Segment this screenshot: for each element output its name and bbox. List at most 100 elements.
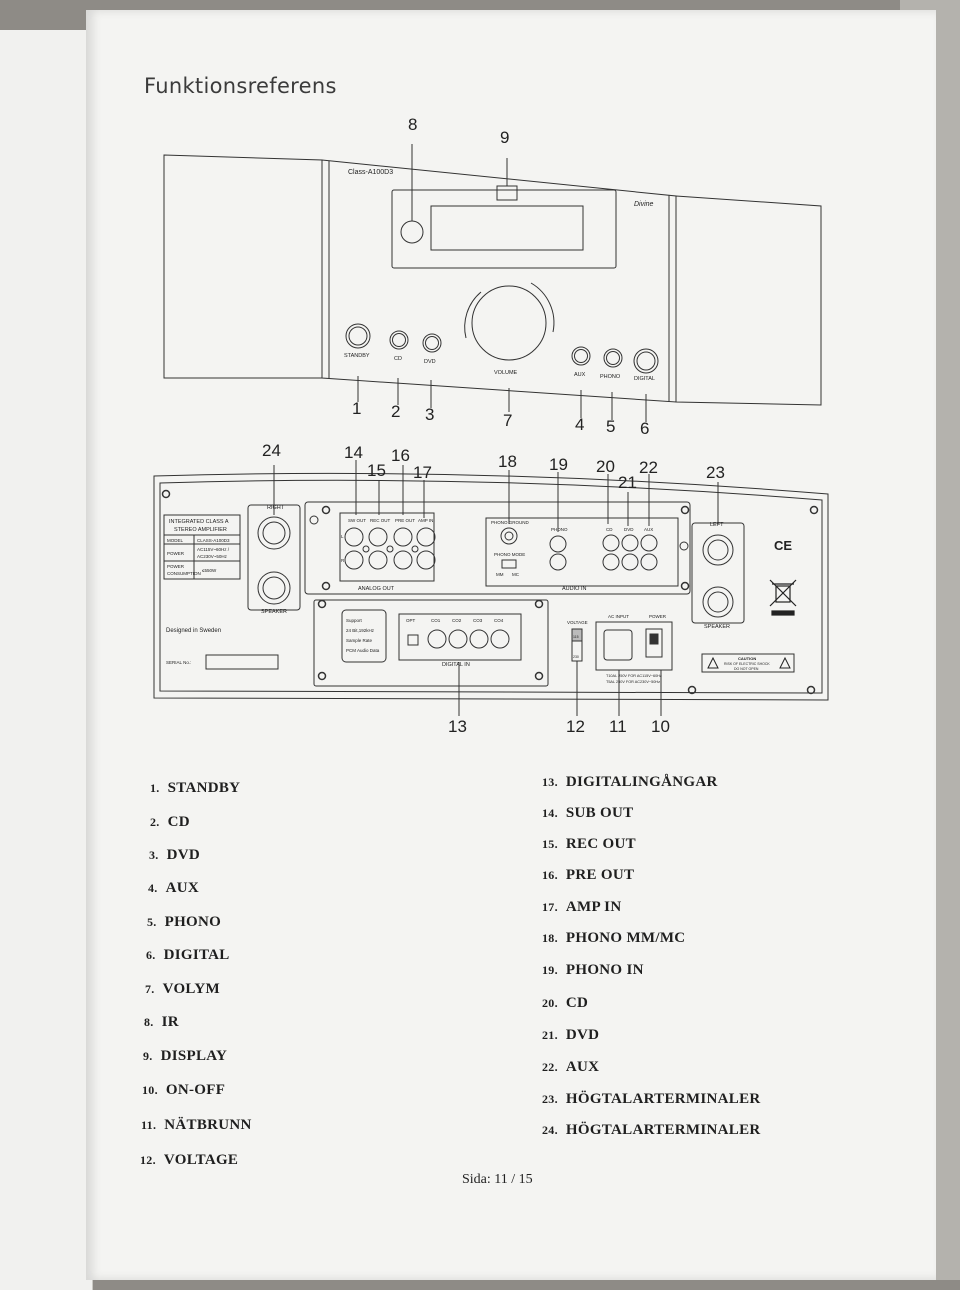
callout-21: 21 <box>618 473 637 492</box>
spec-heading-2: STEREO AMPLIFIER <box>174 527 227 533</box>
callout-20: 20 <box>596 457 615 476</box>
voltage-230: 230 <box>573 655 579 659</box>
ir-knob <box>400 220 424 244</box>
input-dvd-label: DVD <box>624 527 634 532</box>
digital-col-co2: CO2 <box>452 618 462 623</box>
power-label: POWER <box>649 614 667 619</box>
mc-label: MC <box>512 572 520 577</box>
legend-item: 24.HÖGTALARTERMINALER <box>542 1122 761 1138</box>
legend-item: 16.PRE OUT <box>542 867 635 883</box>
callout-5: 5 <box>606 417 615 436</box>
legend-item: 10.ON-OFF <box>142 1082 226 1098</box>
callout-12: 12 <box>566 717 585 736</box>
callout-22: 22 <box>639 458 658 477</box>
callout-6: 6 <box>640 419 649 438</box>
callout-11: 11 <box>609 717 627 736</box>
callout-3: 3 <box>425 405 434 424</box>
callout-13: 13 <box>448 717 467 736</box>
spec-consumption-val: ≤550W <box>202 568 217 573</box>
speaker-right-bottom: SPEAKER <box>261 609 287 615</box>
input-cd-label: CD <box>606 527 613 532</box>
warning-triangle-icon <box>707 656 791 669</box>
weee-bin-icon <box>769 579 797 616</box>
ir-sensor-box <box>496 185 518 201</box>
spec-box <box>163 514 241 580</box>
caution-line-3: DO NOT OPEN <box>734 667 759 671</box>
legend-item: 23.HÖGTALARTERMINALER <box>542 1091 761 1107</box>
legend-item: 3.DVD <box>149 847 201 863</box>
callout-1: 1 <box>352 399 361 418</box>
callout-15: 15 <box>367 461 386 480</box>
analog-out-label: ANALOG OUT <box>358 586 395 592</box>
speaker-left-label: LEFT <box>710 522 724 528</box>
analog-col-amp: AMP IN <box>418 518 433 523</box>
callout-7: 7 <box>503 411 512 430</box>
page-title: Funktionsreferens <box>144 74 337 98</box>
support-line-3: Sample Rate <box>346 638 373 643</box>
legend-item: 19.PHONO IN <box>542 962 644 978</box>
analog-col-pre: PRE OUT <box>395 518 415 523</box>
speaker-right-box <box>247 504 301 611</box>
front-left-wing <box>163 154 323 379</box>
callout-14: 14 <box>344 443 363 462</box>
voltage-label: VOLTAGE <box>567 620 588 625</box>
legend-item: 6.DIGITAL <box>146 947 230 963</box>
legend-item: 5.PHONO <box>147 914 222 930</box>
legend-item: 2.CD <box>150 814 190 830</box>
spec-consumption-key-1: POWER <box>167 564 185 569</box>
ac-input-box <box>595 621 673 671</box>
legend-item: 4.AUX <box>148 880 200 896</box>
legend-item: 17.AMP IN <box>542 899 622 915</box>
speaker-right-label: RIGHT <box>267 505 285 511</box>
label-cd: CD <box>394 356 402 362</box>
spec-power-val-2: AC230V~50Hz <box>197 554 228 559</box>
callout-4: 4 <box>575 415 584 434</box>
designed-in-label: Designed in Sweden <box>166 628 221 634</box>
label-volume: VOLUME <box>494 370 518 376</box>
front-brand-label: Divine <box>634 201 654 208</box>
speaker-left-box <box>691 522 745 624</box>
input-aux-label: AUX <box>644 527 653 532</box>
phono-mode-label: PHONO MODE <box>494 552 525 557</box>
serial-field <box>205 654 279 670</box>
legend-item: 9.DISPLAY <box>143 1048 228 1064</box>
analog-col-sw: SW OUT <box>348 518 366 523</box>
digital-col-co1: CO1 <box>431 618 441 623</box>
channel-l: L <box>341 534 344 539</box>
mm-label: MM <box>496 572 504 577</box>
front-center-body <box>321 159 677 403</box>
label-digital: DIGITAL <box>634 376 655 382</box>
fuse-line-1: T10AL 250V FOR AC115V~60Hz <box>606 674 662 678</box>
callout-8: 8 <box>408 115 417 134</box>
digital-col-opt: OPT <box>406 618 416 623</box>
caution-title: CAUTION <box>738 656 756 661</box>
legend-item: 20.CD <box>542 995 589 1011</box>
spec-model-val: CLASS-A100D3 <box>197 538 230 543</box>
volume-knob <box>471 285 547 361</box>
callout-9: 9 <box>500 128 509 147</box>
phono-ground-label: PHONO GROUND <box>491 520 530 525</box>
legend-item: 1.STANDBY <box>150 780 241 796</box>
digital-in-group <box>313 599 549 687</box>
amplifier-diagram: Class-A100D3 Divine STANDBY CD DVD VOLUM… <box>153 115 829 736</box>
legend-item: 14.SUB OUT <box>542 805 634 821</box>
caution-line-2: RISK OF ELECTRIC SHOCK <box>724 662 770 666</box>
analog-out-group <box>304 501 691 595</box>
digital-col-co4: CO4 <box>494 618 504 623</box>
display-window <box>391 189 617 269</box>
label-phono: PHONO <box>600 374 621 380</box>
support-line-1: Support <box>346 618 363 623</box>
legend-item: 18.PHONO MM/MC <box>542 930 686 946</box>
digital-col-co3: CO3 <box>473 618 483 623</box>
spec-consumption-key-2: CONSUMPTION <box>167 571 201 576</box>
legend-item: 22.AUX <box>542 1059 600 1075</box>
spec-heading-1: INTEGRATED CLASS A <box>169 519 229 525</box>
ac-input-label: AC INPUT <box>608 614 629 619</box>
callout-2: 2 <box>391 402 400 421</box>
legend-item: 7.VOLYM <box>145 981 220 997</box>
analog-col-rec: REC OUT <box>370 518 391 523</box>
callout-18: 18 <box>498 452 517 471</box>
front-model-label: Class-A100D3 <box>348 169 393 176</box>
callout-19: 19 <box>549 455 568 474</box>
legend-item: 13.DIGITALINGÅNGAR <box>542 774 718 790</box>
